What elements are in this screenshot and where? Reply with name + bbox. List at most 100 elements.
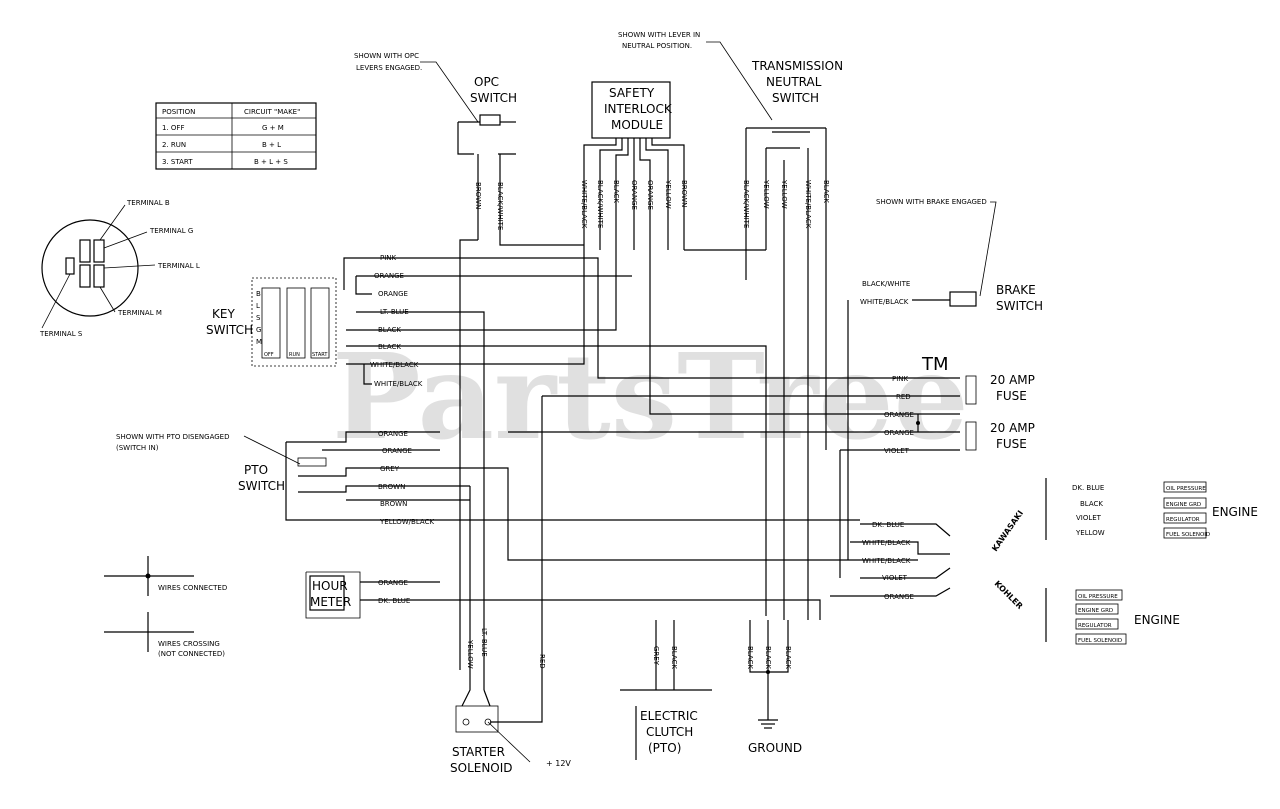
key-switch-title: SWITCH — [206, 323, 253, 337]
kohler-box-label: OIL PRESSURE — [1078, 594, 1118, 600]
wire-label: BLACK/WHITE — [496, 182, 504, 230]
wire-label: YELLOW — [762, 179, 770, 209]
bottom-wire-label: RED — [538, 654, 546, 669]
engine-connectors: DK. BLUE WHITE/BLACK WHITE/BLACK VIOLET … — [830, 478, 1258, 645]
key-pin-m: M — [256, 338, 262, 346]
key-wire-label: WHITE/BLACK — [374, 380, 423, 388]
engine-wire-label: DK. BLUE — [872, 521, 904, 529]
main-vertical-runs — [684, 249, 841, 620]
fuse-title: FUSE — [996, 389, 1027, 403]
fuse-wire-label: VIOLET — [884, 447, 910, 455]
bottom-wire-label: BLACK — [764, 646, 772, 669]
key-switch-wires: PINK ORANGE ORANGE LT. BLUE BLACK BLACK … — [343, 250, 960, 690]
kohler-box-label: FUEL SOLENOID — [1078, 638, 1122, 644]
kohler-label: KOHLER — [993, 579, 1025, 611]
hour-title: HOUR — [312, 579, 348, 593]
bottom-wire-label: BLACK — [784, 646, 792, 669]
table-cell: 1. OFF — [162, 124, 184, 132]
table-cell: G + M — [262, 124, 284, 132]
key-wire-label: ORANGE — [374, 272, 404, 280]
module-title: SAFETY — [609, 86, 655, 100]
watermark-tm: TM — [921, 354, 949, 375]
clutch-title: ELECTRIC — [640, 709, 698, 723]
engine-wire-label: ORANGE — [884, 593, 914, 601]
hour-wire-label: DK. BLUE — [378, 597, 410, 605]
bottom-components: STARTER SOLENOID + 12V ELECTRIC CLUTCH (… — [450, 396, 802, 775]
pto-wire-label: BROWN — [380, 500, 407, 508]
clutch-title: (PTO) — [648, 741, 681, 755]
brake-title: BRAKE — [996, 283, 1036, 297]
engine-wire-label: WHITE/BLACK — [862, 557, 911, 565]
clutch-title: CLUTCH — [646, 725, 693, 739]
kawasaki-box-label: OIL PRESSURE — [1166, 486, 1206, 492]
table-cell: 2. RUN — [162, 141, 186, 149]
legend-crossing: (NOT CONNECTED) — [158, 650, 225, 658]
key-pin-g: G — [256, 326, 261, 334]
pto-note: (SWITCH IN) — [116, 444, 159, 452]
key-position-table: POSITION CIRCUIT "MAKE" 1. OFF G + M 2. … — [155, 102, 317, 170]
fuse-title: 20 AMP — [990, 373, 1035, 387]
legend-crossing: WIRES CROSSING — [158, 640, 220, 648]
kohler-box-label: REGULATOR — [1078, 623, 1112, 629]
legend: WIRES CONNECTED WIRES CROSSING (NOT CONN… — [104, 556, 227, 658]
trans-note: NEUTRAL POSITION. — [622, 42, 692, 50]
fuse-title: 20 AMP — [990, 421, 1035, 435]
fuses: PINK RED ORANGE ORANGE VIOLET 20 AMP FUS… — [508, 250, 1035, 455]
engine-wire-label: VIOLET — [882, 574, 908, 582]
brake-switch: SHOWN WITH BRAKE ENGAGED BLACK/WHITE WHI… — [847, 198, 1043, 560]
engine-label-kawasaki: ENGINE — [1212, 505, 1258, 519]
trans-title: NEUTRAL — [766, 75, 822, 89]
terminal-s-label: TERMINAL S — [39, 330, 83, 338]
transmission-switch: SHOWN WITH LEVER IN NEUTRAL POSITION. TR… — [618, 31, 843, 280]
fuse-wire-label: RED — [896, 393, 911, 401]
wire-label: ORANGE — [646, 180, 654, 210]
wire-label: BROWN — [474, 182, 482, 209]
wire-label: YELLOW — [664, 179, 672, 209]
engine-wire-label: WHITE/BLACK — [862, 539, 911, 547]
table-cell: B + L + S — [254, 158, 288, 166]
kawasaki-wire: VIOLET — [1076, 514, 1102, 522]
terminal-m-label: TERMINAL M — [117, 309, 162, 317]
ground-label: GROUND — [748, 741, 802, 755]
starter-title: STARTER — [452, 745, 505, 759]
terminal-b-label: TERMINAL B — [126, 199, 170, 207]
wire-label: ORANGE — [630, 180, 638, 210]
key-pin-b: B — [256, 290, 261, 298]
key-switch-schematic: B L S G M OFF RUN START KEY SWITCH — [206, 277, 337, 367]
trans-note: SHOWN WITH LEVER IN — [618, 31, 700, 39]
key-wire-label: WHITE/BLACK — [370, 361, 419, 369]
kawasaki-box-label: FUEL SOLENOID — [1166, 532, 1210, 538]
starter-title: SOLENOID — [450, 761, 513, 775]
table-cell: 3. START — [162, 158, 193, 166]
module-title: INTERLOCK — [604, 102, 673, 116]
pto-title: SWITCH — [238, 479, 285, 493]
bottom-wire-label: BLACK — [746, 646, 754, 669]
table-header-circuit: CIRCUIT "MAKE" — [244, 108, 300, 116]
kawasaki-wire: DK. BLUE — [1072, 484, 1104, 492]
terminal-l-label: TERMINAL L — [157, 262, 200, 270]
hour-title: METER — [310, 595, 351, 609]
kawasaki-box-label: ENGINE GRD — [1166, 502, 1201, 508]
brake-wire-label: BLACK/WHITE — [862, 280, 910, 288]
engine-label-kohler: ENGINE — [1134, 613, 1180, 627]
brake-note: SHOWN WITH BRAKE ENGAGED — [876, 198, 987, 206]
pto-note: SHOWN WITH PTO DISENGAGED — [116, 433, 229, 441]
key-pin-l: L — [256, 302, 260, 310]
pto-switch: SHOWN WITH PTO DISENGAGED (SWITCH IN) OR… — [116, 430, 918, 561]
bottom-wire-label: YELLOW — [466, 639, 474, 669]
wire-label: BLACK — [822, 180, 830, 203]
trans-title: SWITCH — [772, 91, 819, 105]
wire-label: WHITE/BLACK — [580, 180, 588, 229]
wire-label: YELLOW — [780, 179, 788, 209]
plus-12v: + 12V — [546, 759, 571, 768]
key-wire-label: ORANGE — [378, 290, 408, 298]
wire-label: BLACK/WHITE — [742, 180, 750, 228]
vertical-wire-labels: BROWN BLACK/WHITE WHITE/BLACK BLACK/WHIT… — [474, 179, 830, 230]
kawasaki-label: KAWASAKI — [990, 509, 1025, 553]
pto-wire-label: ORANGE — [378, 430, 408, 438]
table-cell: B + L — [262, 141, 281, 149]
opc-note: LEVERS ENGAGED. — [356, 64, 422, 72]
wire-label: BLACK — [612, 180, 620, 203]
fuse-title: FUSE — [996, 437, 1027, 451]
key-position-start: START — [312, 352, 328, 358]
